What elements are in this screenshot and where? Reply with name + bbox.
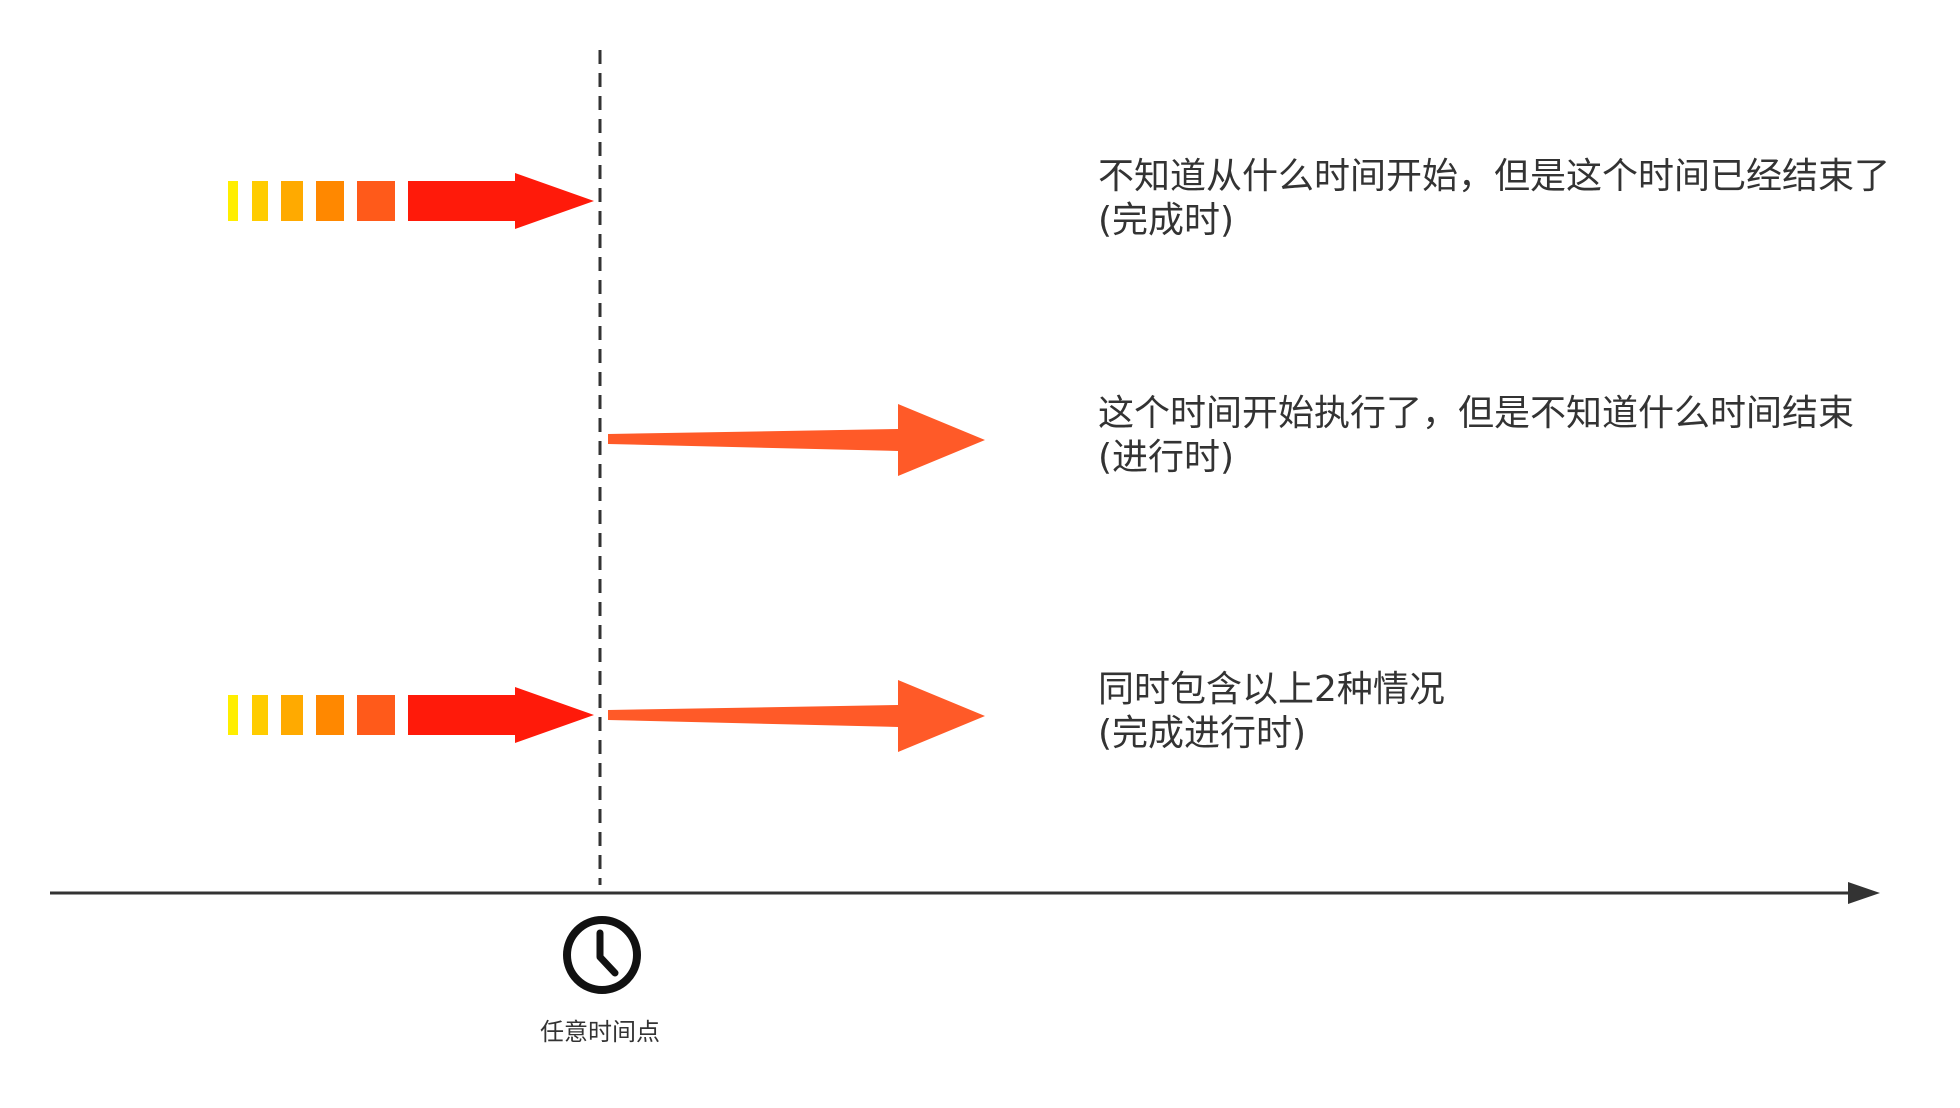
- past-stripe: [316, 695, 344, 735]
- past-stripe: [357, 181, 395, 221]
- past-stripe: [357, 695, 395, 735]
- description-tense: (进行时): [1098, 437, 1235, 478]
- past-stripe: [252, 181, 268, 221]
- description-tense: (完成进行时): [1098, 713, 1307, 754]
- clock-icon: [563, 916, 641, 994]
- past-arrow-row1: [228, 173, 594, 229]
- description-line: 这个时间开始执行了，但是不知道什么时间结束: [1098, 393, 1855, 434]
- description-completed-ongoing: 同时包含以上2种情况 (完成进行时): [1098, 668, 1918, 756]
- past-stripe: [228, 695, 238, 735]
- future-arrow-row3: [608, 680, 985, 752]
- past-arrow-head: [408, 173, 594, 229]
- description-line: 不知道从什么时间开始，但是这个时间已经结束了: [1098, 156, 1891, 197]
- time-point-label: 任意时间点: [540, 1018, 660, 1046]
- future-arrow: [608, 680, 985, 752]
- past-arrow-row3: [228, 687, 594, 743]
- past-stripe: [281, 181, 303, 221]
- description-completed: 不知道从什么时间开始，但是这个时间已经结束了 (完成时): [1098, 155, 1918, 243]
- past-stripe: [252, 695, 268, 735]
- description-tense: (完成时): [1098, 200, 1235, 241]
- past-arrow-head: [408, 687, 594, 743]
- past-stripe: [316, 181, 344, 221]
- description-ongoing: 这个时间开始执行了，但是不知道什么时间结束 (进行时): [1098, 392, 1918, 480]
- timeline-axis: [50, 882, 1880, 904]
- timeline-axis-arrowhead: [1848, 882, 1880, 904]
- past-stripe: [228, 181, 238, 221]
- past-stripe: [281, 695, 303, 735]
- description-line: 同时包含以上2种情况: [1098, 669, 1445, 710]
- future-arrow-row2: [608, 404, 985, 476]
- future-arrow: [608, 404, 985, 476]
